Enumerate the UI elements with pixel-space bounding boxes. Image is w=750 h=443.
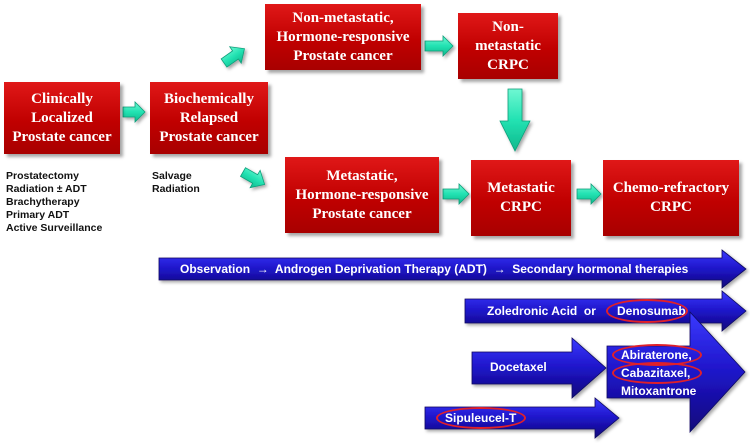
highlight-oval-sipuleucel-t [436, 407, 526, 429]
note-prostatectomy: Prostatectomy [6, 170, 79, 182]
flow-arrow-relapsed-to-nonmet [220, 46, 245, 68]
box-chemo-refractory-crpc: Chemo-refractory CRPC [603, 160, 739, 236]
flow-arrow-met-to-met-crpc [442, 183, 470, 205]
highlight-oval-denosumab [606, 299, 688, 323]
flow-arrow-relapsed-to-met [239, 167, 266, 189]
note-radiation-adt: Radiation ± ADT [6, 183, 87, 195]
box-metastatic-crpc: Metastatic CRPC [471, 160, 571, 236]
box-metastatic-hormone-responsive: Metastatic, Hormone-responsive Prostate … [285, 157, 439, 233]
flow-arrow-nonmet-to-nonmet-crpc [424, 35, 454, 57]
therapy-arrow-hormonal-sequence [158, 249, 747, 289]
label-hormonal-sequence: Observation → Androgen Deprivation Thera… [180, 262, 689, 276]
box-nonmetastatic-crpc: Non- metastatic CRPC [458, 13, 558, 79]
note-brachytherapy: Brachytherapy [6, 196, 80, 208]
note-primary-adt: Primary ADT [6, 209, 70, 221]
label-mitoxantrone: Mitoxantrone [621, 384, 697, 398]
flow-arrow-localized-to-relapsed [122, 101, 146, 123]
note-active-surveillance: Active Surveillance [6, 222, 103, 234]
label-zoledronic-acid: Zoledronic Acid or [487, 304, 596, 318]
note-salvage: Salvage [152, 170, 192, 182]
flow-arrow-met-crpc-to-refractory [576, 183, 602, 205]
relapse-treatments-list: Salvage Radiation [152, 170, 200, 196]
therapy-arrow-docetaxel [471, 337, 607, 399]
label-docetaxel: Docetaxel [490, 360, 547, 374]
box-nonmetastatic-hormone-responsive: Non-metastatic, Hormone-responsive Prost… [265, 4, 421, 70]
note-radiation: Radiation [152, 183, 200, 195]
highlight-oval-cabazitaxel [612, 362, 702, 384]
flow-arrow-nonmet-crpc-down [499, 88, 531, 152]
box-clinically-localized: Clinically Localized Prostate cancer [4, 82, 120, 154]
localized-treatments-list: Prostatectomy Radiation ± ADT Brachyther… [6, 170, 102, 235]
box-biochemically-relapsed: Biochemically Relapsed Prostate cancer [150, 82, 268, 154]
therapy-arrow-bone-agents [464, 290, 747, 332]
